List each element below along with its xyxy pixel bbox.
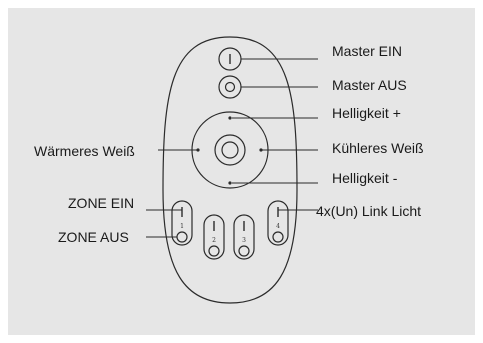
- zone-button-4[interactable]: 4: [267, 200, 289, 246]
- power-off-icon: [224, 81, 236, 93]
- center-button[interactable]: [214, 134, 246, 166]
- control-ring[interactable]: [191, 111, 269, 189]
- cooler-white-dot[interactable]: [259, 148, 263, 152]
- label-master-on: Master EIN: [332, 43, 403, 59]
- master-off-button[interactable]: [218, 75, 242, 99]
- zone-button-1[interactable]: 1: [171, 200, 193, 246]
- label-brightness-down: Helligkeit -: [332, 170, 398, 186]
- remote-body-outline: [162, 36, 298, 304]
- brightness-up-dot[interactable]: [228, 116, 232, 120]
- center-inner-ring: [221, 141, 239, 159]
- label-cooler-white: Kühleres Weiß: [332, 140, 424, 156]
- zone-number-2: 2: [212, 237, 216, 244]
- warmer-white-dot[interactable]: [196, 148, 200, 152]
- zone-number-1: 1: [180, 223, 184, 230]
- label-zone-off: ZONE AUS: [58, 229, 129, 245]
- background-panel: [8, 8, 475, 335]
- zone-button-2[interactable]: 2: [203, 214, 225, 260]
- label-brightness-up: Helligkeit +: [332, 105, 401, 121]
- label-master-off: Master AUS: [332, 77, 407, 93]
- zone-button-3[interactable]: 3: [233, 214, 255, 260]
- brightness-down-dot[interactable]: [228, 181, 232, 185]
- zone-number-4: 4: [276, 223, 280, 230]
- label-zone-on: ZONE EIN: [68, 195, 135, 211]
- zone-number-3: 3: [242, 237, 246, 244]
- label-link-light: 4x(Un) Link Licht: [316, 203, 422, 219]
- label-warmer-white: Wärmeres Weiß: [34, 143, 135, 159]
